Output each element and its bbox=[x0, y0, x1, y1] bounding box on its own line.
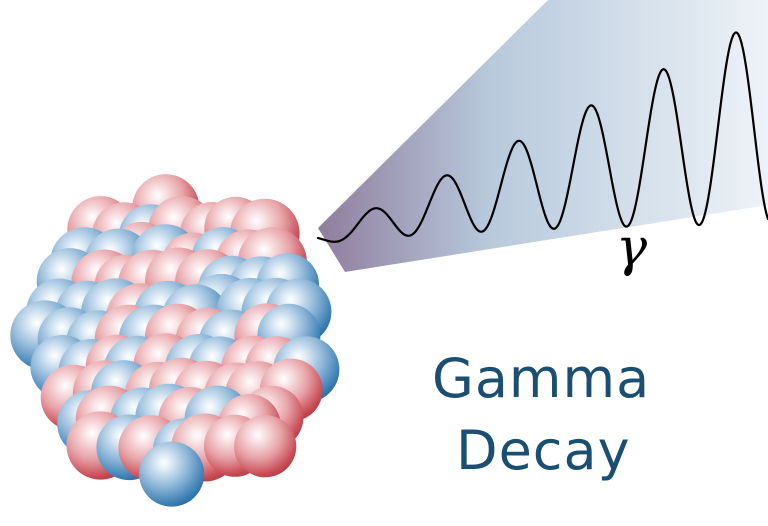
gamma-beam bbox=[318, 0, 768, 272]
proton-sphere bbox=[234, 415, 297, 478]
gamma-symbol: γ bbox=[616, 218, 648, 278]
title-line-gamma: Gamma bbox=[432, 347, 651, 410]
gamma-wave bbox=[316, 31, 768, 243]
title-line-decay: Decay bbox=[456, 419, 631, 482]
nucleus bbox=[10, 174, 340, 507]
neutron-sphere bbox=[139, 441, 205, 507]
